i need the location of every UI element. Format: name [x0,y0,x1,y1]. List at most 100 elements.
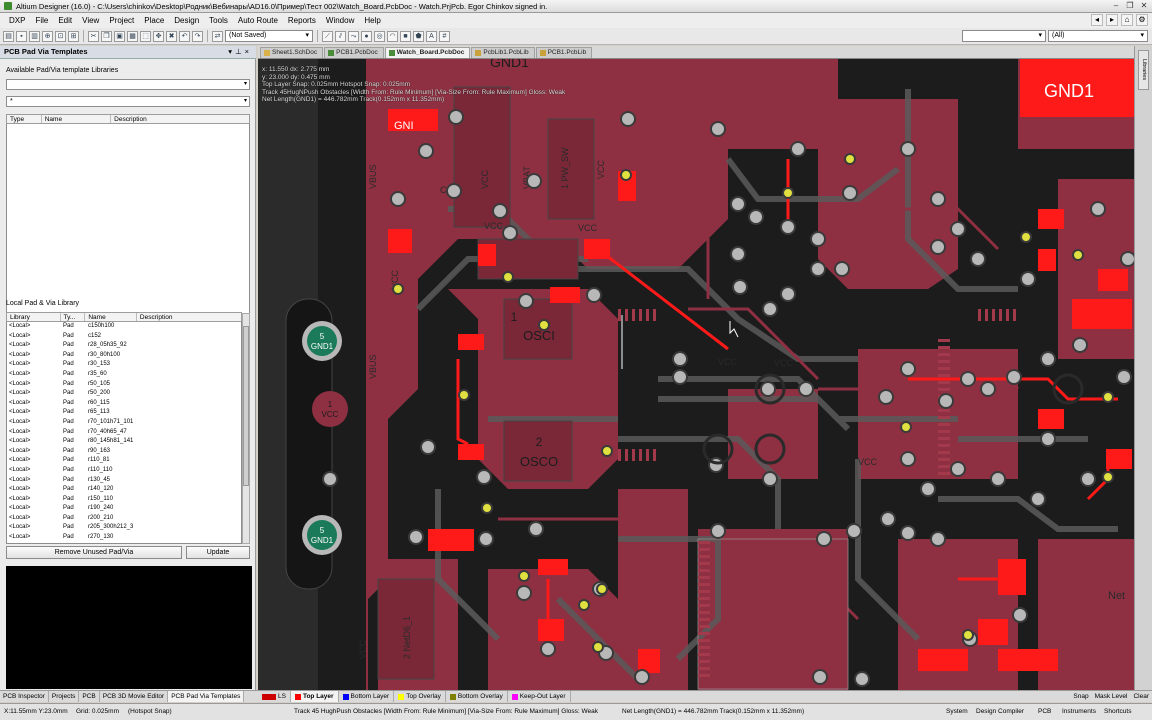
system-button[interactable]: System [946,708,968,715]
filter-combo-left[interactable]: ▾ [962,30,1046,42]
fanout-icon[interactable]: ⤳ [348,30,359,42]
mask-level-button[interactable]: Mask Level [1094,693,1128,700]
clear-button[interactable]: Clear [1133,693,1149,700]
minimize-button[interactable]: – [1113,1,1119,10]
polygon-icon[interactable]: ⬟ [413,30,424,42]
variant-combo[interactable]: (Not Saved)▾ [225,30,313,42]
design-compiler-button[interactable]: Design Compiler [976,708,1025,715]
column-description[interactable]: Description [114,116,147,123]
tab-sheet1-schdoc[interactable]: Sheet1.SchDoc [260,47,324,58]
menu-tools[interactable]: Tools [209,16,228,25]
string-icon[interactable]: A [426,30,437,42]
layer-tab-top[interactable]: Top Layer [290,691,339,702]
remove-unused-button[interactable]: Remove Unused Pad/Via [6,546,182,559]
interactive-routing-icon[interactable]: ⟋ [322,30,333,42]
print-icon[interactable]: ▥ [29,30,40,42]
select-area-icon[interactable]: ⬚ [140,30,151,42]
tab-pcb-3d-movie-editor[interactable]: PCB 3D Movie Editor [100,691,169,702]
layer-tab-bottom-overlay[interactable]: Bottom Overlay [446,691,508,702]
paste-icon[interactable]: ▣ [114,30,125,42]
pin-icon[interactable]: ⊥ [235,47,245,56]
menu-view[interactable]: View [82,16,100,25]
scrollbar-thumb[interactable] [243,326,249,486]
redo-icon[interactable]: ↷ [192,30,203,42]
place-via-icon[interactable]: ◎ [374,30,385,42]
local-library-grid[interactable] [6,312,242,544]
undo-icon[interactable]: ↶ [179,30,190,42]
tab-pcb-pad-via-templates[interactable]: PCB Pad Via Templates [168,691,245,702]
column-type[interactable]: Type [7,115,42,123]
menu-window[interactable]: Window [325,16,355,25]
deselect-icon[interactable]: ✖ [166,30,177,42]
panel-menu-icon[interactable]: ▾ [228,47,236,56]
library-scrollbar[interactable] [242,313,250,544]
tab-pcb-inspector[interactable]: PCB Inspector [0,691,49,702]
nav-back-icon[interactable]: ◂ [1091,14,1103,26]
copy-icon[interactable]: ❐ [101,30,112,42]
zoom-fit-icon[interactable]: ⊞ [68,30,79,42]
pcb-canvas[interactable]: 1 OSCI 2 OSCO VCC VCC VCC VCC VCC CC Net… [258,59,1134,690]
snap-button[interactable]: Snap [1073,693,1089,700]
layer-tab-bottom[interactable]: Bottom Layer [339,691,395,702]
layer-tab-keep-out[interactable]: Keep-Out Layer [508,691,571,702]
filter-combo-all[interactable]: (All)▾ [1048,30,1148,42]
nav-forward-icon[interactable]: ▸ [1106,14,1118,26]
tab-projects[interactable]: Projects [49,691,80,702]
tab-pcb1-pcblib[interactable]: PCB1.PcbLib [535,47,593,58]
cross-probe-icon[interactable]: ⇄ [212,30,223,42]
update-button[interactable]: Update [186,546,250,559]
place-arc-icon[interactable]: ◠ [387,30,398,42]
menu-project[interactable]: Project [109,16,135,25]
place-fill-icon[interactable]: ■ [400,30,411,42]
rubber-stamp-icon[interactable]: ▦ [127,30,138,42]
home-icon[interactable]: ⌂ [1121,14,1133,26]
layer-set-tab[interactable]: LS [258,691,291,702]
diff-pair-icon[interactable]: ⫽ [335,30,346,42]
column-name[interactable]: Name [85,313,137,321]
tab-pcblib1[interactable]: PcbLib1.PcbLib [471,47,535,58]
zoom-area-icon[interactable]: ⊡ [55,30,66,42]
menu-help[interactable]: Help [364,16,381,25]
column-library[interactable]: Library [7,313,61,321]
column-name[interactable]: Name [42,115,112,123]
filter-combo[interactable]: *▾ [6,96,250,107]
tab-pcb[interactable]: PCB [79,691,100,702]
open-icon[interactable]: ▤ [3,30,14,42]
maximize-button[interactable]: ❐ [1126,1,1134,10]
instruments-button[interactable]: Instruments [1062,708,1096,715]
move-icon[interactable]: ✥ [153,30,164,42]
tab-watch-board-pcbdoc[interactable]: Watch_Board.PcbDoc [384,47,471,58]
cut-icon[interactable]: ✂ [88,30,99,42]
menu-design[interactable]: Design [174,16,200,25]
menu-edit[interactable]: Edit [58,16,73,25]
shortcuts-button[interactable]: Shortcuts [1104,708,1132,715]
close-button[interactable]: ✕ [1140,1,1148,10]
menu-reports[interactable]: Reports [287,16,316,25]
grid-icon[interactable]: # [439,30,450,42]
menu-auto-route[interactable]: Auto Route [237,16,278,25]
panel-close-icon[interactable]: × [244,47,252,56]
menu-place[interactable]: Place [144,16,165,25]
menu-file[interactable]: File [35,16,49,25]
place-pad-icon[interactable]: ● [361,30,372,42]
available-libraries-combo[interactable]: ▾ [6,79,250,90]
templates-grid[interactable] [6,114,250,340]
column-type[interactable]: Ty... [61,313,86,321]
